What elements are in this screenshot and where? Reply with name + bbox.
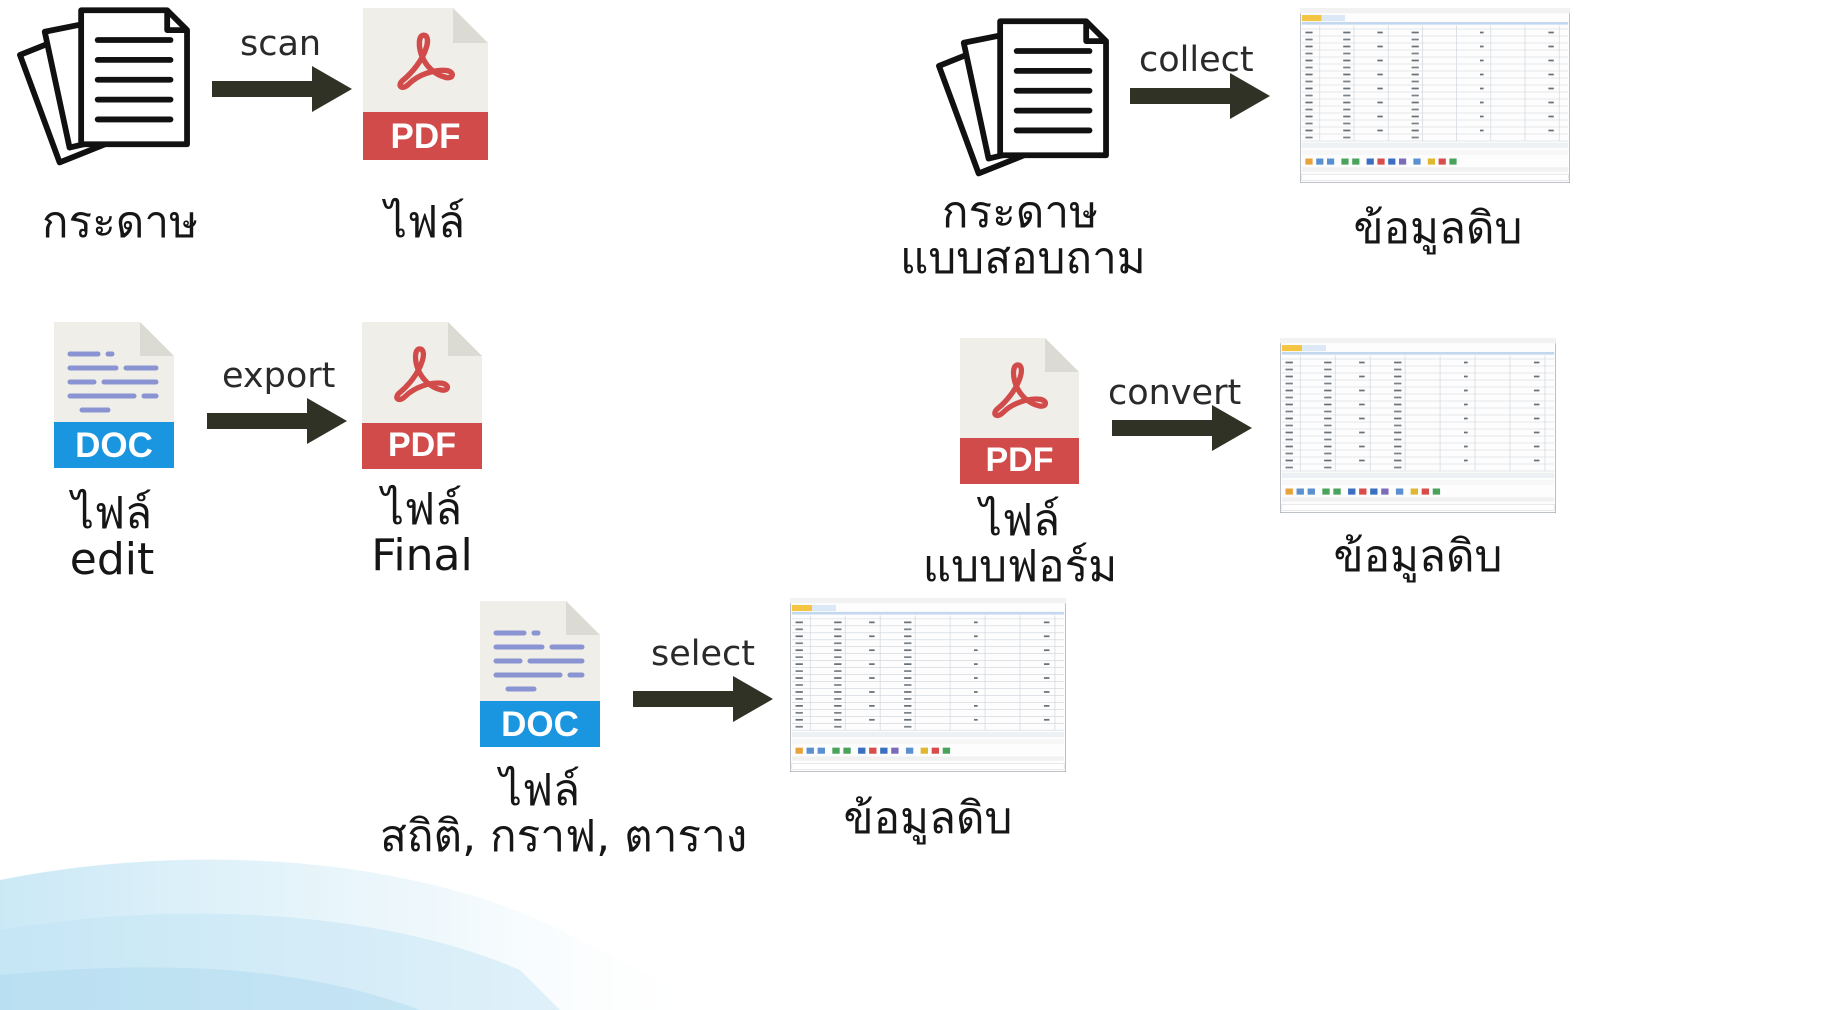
arrow-label-select: select: [651, 634, 755, 674]
final-file-caption-line1: ไฟล์: [381, 484, 463, 535]
edit-file-caption-line1: ไฟล์: [71, 488, 153, 539]
pdf-form-badge: PDF: [985, 441, 1054, 479]
paper-caption: กระดาษ: [41, 197, 199, 248]
stats-file-caption-line2: สถิติ, กราฟ, ตาราง: [380, 811, 748, 862]
pdf-final-badge: PDF: [388, 426, 456, 464]
arrow-label-collect: collect: [1139, 40, 1254, 80]
arrow-export: [207, 398, 349, 444]
pdf-file-icon: PDF: [363, 8, 488, 160]
paper-stack-icon: [10, 3, 192, 178]
arrow-select: [633, 676, 775, 722]
pdf-final-file-icon: PDF: [362, 322, 482, 469]
edit-file-caption-line2: edit: [69, 534, 155, 585]
arrow-label-export: export: [222, 356, 336, 396]
form-file-caption-line2: แบบฟอร์ม: [922, 541, 1118, 592]
pdf-caption: ไฟล์: [384, 197, 466, 248]
doc-stats-file-icon: DOC: [480, 601, 600, 747]
doc-stats-badge: DOC: [501, 705, 579, 744]
pdf-badge: PDF: [390, 117, 461, 156]
questionnaire-caption-line1: กระดาษ: [941, 187, 1099, 238]
raw-data-caption-3: ข้อมูลดิบ: [843, 793, 1013, 844]
form-file-caption-line1: ไฟล์: [979, 495, 1061, 546]
doc-badge: DOC: [75, 426, 153, 465]
spreadsheet-screenshot-icon: [1300, 8, 1570, 183]
stats-file-caption-line1: ไฟล์: [499, 765, 581, 816]
questionnaire-paper-icon: [929, 14, 1111, 189]
raw-data-caption-2: ข้อมูลดิบ: [1333, 531, 1503, 582]
doc-file-icon: DOC: [54, 322, 174, 468]
pdf-form-file-icon: PDF: [960, 338, 1079, 484]
arrow-scan: [212, 66, 354, 112]
arrow-convert: [1112, 405, 1254, 451]
raw-data-caption: ข้อมูลดิบ: [1353, 203, 1523, 254]
spreadsheet-screenshot-icon-2: [1280, 338, 1556, 513]
arrow-collect: [1130, 73, 1272, 119]
arrow-label-convert: convert: [1108, 373, 1242, 413]
arrow-label-scan: scan: [240, 24, 322, 64]
final-file-caption-line2: Final: [371, 530, 473, 581]
spreadsheet-screenshot-icon-3: [790, 598, 1066, 772]
questionnaire-caption-line2: แบบสอบถาม: [900, 233, 1146, 284]
